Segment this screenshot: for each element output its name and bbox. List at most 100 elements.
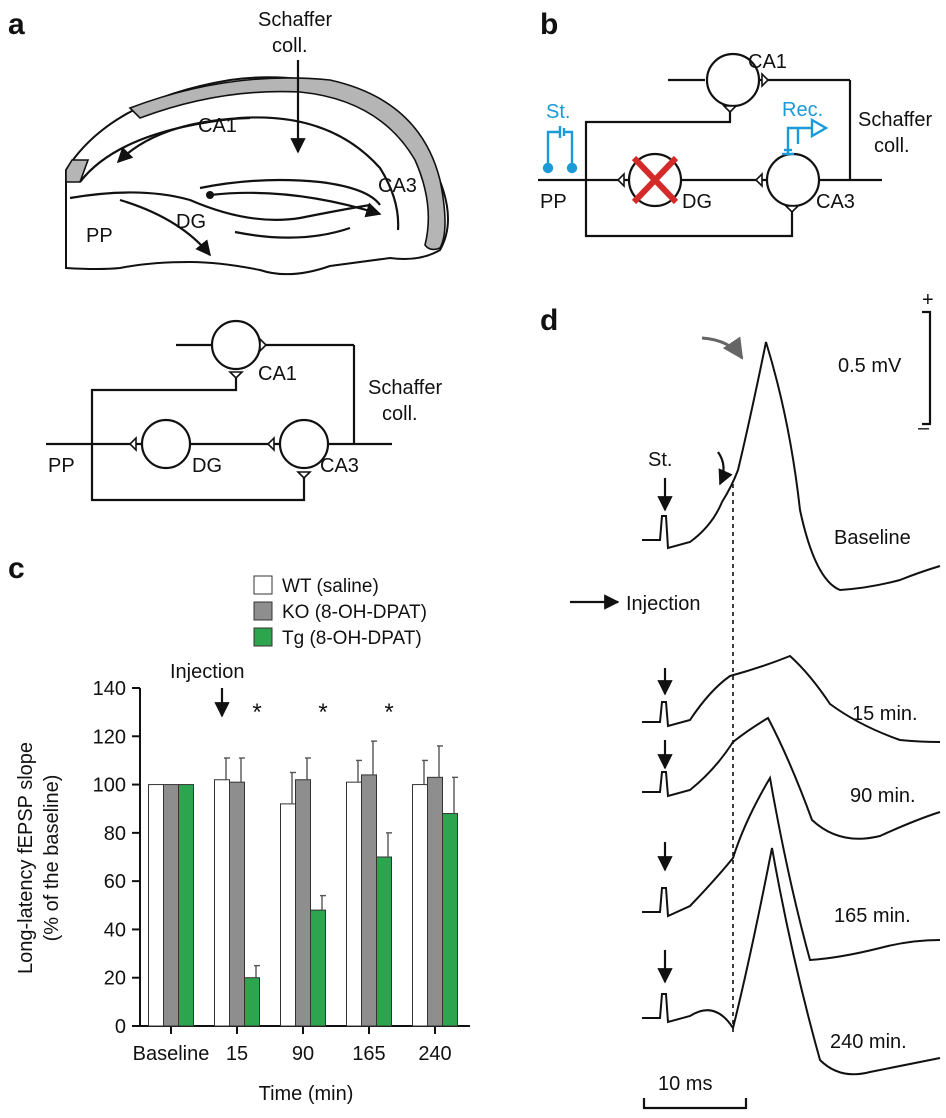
bar [244, 977, 260, 1027]
stim-label-d: St. [648, 449, 672, 471]
panel-a-dg-label: DG [176, 211, 206, 233]
panel-a-schaffer-line1: Schaffer [258, 9, 332, 31]
b-rec-label: Rec. [782, 99, 823, 121]
bar [280, 803, 296, 1027]
legend-swatch [253, 575, 273, 595]
x-tick-label: Baseline [133, 1043, 210, 1065]
left-gray-tip [65, 159, 90, 183]
x-tick-label: 165 [352, 1043, 385, 1065]
bar [214, 779, 230, 1027]
y-tick-label: 60 [104, 871, 126, 893]
b-pp-label: PP [540, 191, 567, 213]
ca1-to-sub-arrow [116, 116, 251, 164]
circuit-a-ca1-label: CA1 [258, 363, 297, 385]
y-tick-label: 0 [115, 1016, 126, 1038]
panel-label-a: a [8, 8, 25, 41]
voltage-scale-bar [922, 310, 932, 426]
y-tick-label: 80 [104, 823, 126, 845]
early-peak-arrow [717, 451, 733, 486]
b-schaffer-line1: Schaffer [858, 109, 932, 131]
legend-label: WT (saline) [282, 576, 379, 597]
x-tick-label: 90 [292, 1043, 314, 1065]
panel-label-d: d [540, 304, 558, 337]
y-tick-label: 20 [104, 968, 126, 990]
circuit-dg-cell [140, 418, 192, 470]
b-ca3-label: CA3 [816, 191, 855, 213]
x-tick-label: 240 [418, 1043, 451, 1065]
pp-arrow [119, 198, 211, 257]
panel-a: a Schaffer coll. CA1 CA3 DG PP [8, 8, 449, 502]
record-electrode-icon [782, 117, 829, 156]
gray-band [128, 77, 446, 251]
y-tick-label: 120 [93, 726, 126, 748]
trace-label-240: 240 min. [830, 1031, 907, 1053]
scale-plus: + [922, 289, 934, 311]
trace-label-90: 90 min. [850, 785, 916, 807]
trace-15min: 15 min. [642, 654, 941, 743]
significance-star: * [252, 699, 261, 726]
circuit-ca1-cell [210, 319, 262, 371]
y-tick-label: 140 [93, 678, 126, 700]
trace-label-165: 165 min. [834, 905, 911, 927]
legend-swatch [253, 627, 273, 647]
time-scale-bar [642, 1098, 748, 1110]
voltage-scale-label: 0.5 mV [838, 355, 902, 377]
b-ca1-label: CA1 [748, 51, 787, 73]
significance-star: * [318, 699, 327, 726]
time-scale-label: 10 ms [658, 1073, 712, 1095]
hippocampus-outline [65, 76, 449, 276]
circuit-a-schaffer-line1: Schaffer [368, 377, 442, 399]
dg-layer [199, 178, 381, 206]
y-axis-label-line1: Long-latency fEPSP slope [15, 742, 37, 974]
late-peak-arrow [701, 336, 744, 360]
b-stim-label: St. [546, 101, 570, 123]
inner-layer-2 [69, 191, 371, 221]
injection-label-c: Injection [170, 661, 245, 683]
dg-lesion-x-icon [631, 155, 679, 205]
injection-label-d: Injection [626, 593, 701, 615]
panel-label-b: b [540, 8, 558, 41]
bar [361, 774, 377, 1027]
bar [148, 784, 164, 1027]
inner-layer-1 [79, 116, 400, 231]
legend-label: KO (8-OH-DPAT) [282, 602, 427, 623]
trace-baseline: Baseline [642, 341, 941, 592]
panel-b: b [538, 8, 932, 238]
bar [427, 776, 443, 1027]
bar [163, 784, 179, 1027]
legend-swatch [253, 601, 273, 621]
bar [376, 856, 392, 1027]
circuit-a-pp-label: PP [48, 455, 75, 477]
panel-a-pp-label: PP [86, 225, 113, 247]
b-schaffer-line2: coll. [874, 135, 910, 157]
dg-cell-dot [206, 191, 214, 199]
chart-bars: *** [148, 699, 458, 1027]
stim-electrode-icon [542, 126, 578, 174]
bar [442, 813, 458, 1027]
b-ca3-cell [765, 152, 821, 208]
bar [295, 779, 311, 1027]
bar [310, 909, 326, 1027]
panel-a-schaffer-line2: coll. [272, 35, 308, 57]
circuit-a-dg-label: DG [192, 455, 222, 477]
circuit-ca3-cell [278, 418, 330, 470]
x-axis-label: Time (min) [259, 1083, 354, 1105]
trace-label-baseline: Baseline [834, 527, 911, 549]
dg-lower [234, 226, 351, 239]
panel-a-ca3-label: CA3 [378, 175, 417, 197]
bar [412, 784, 428, 1027]
bar [178, 784, 194, 1027]
panel-a-circuit: CA1 DG CA3 PP Schaffer coll. [46, 319, 442, 502]
y-tick-label: 100 [93, 775, 126, 797]
panel-c: c WT (saline)KO (8-OH-DPAT)Tg (8-OH-DPAT… [8, 552, 470, 1105]
trace-165min: 165 min. [642, 775, 941, 962]
panel-label-c: c [8, 552, 25, 585]
panel-a-ca1-label: CA1 [198, 115, 237, 137]
chart-legend: WT (saline)KO (8-OH-DPAT)Tg (8-OH-DPAT) [253, 575, 427, 649]
x-tick-label: 15 [226, 1043, 248, 1065]
y-axis-label-line2: (% of the baseline) [41, 775, 63, 942]
scale-minus: – [918, 417, 930, 439]
trace-90min: 90 min. [642, 716, 941, 840]
circuit-a-schaffer-line2: coll. [382, 403, 418, 425]
